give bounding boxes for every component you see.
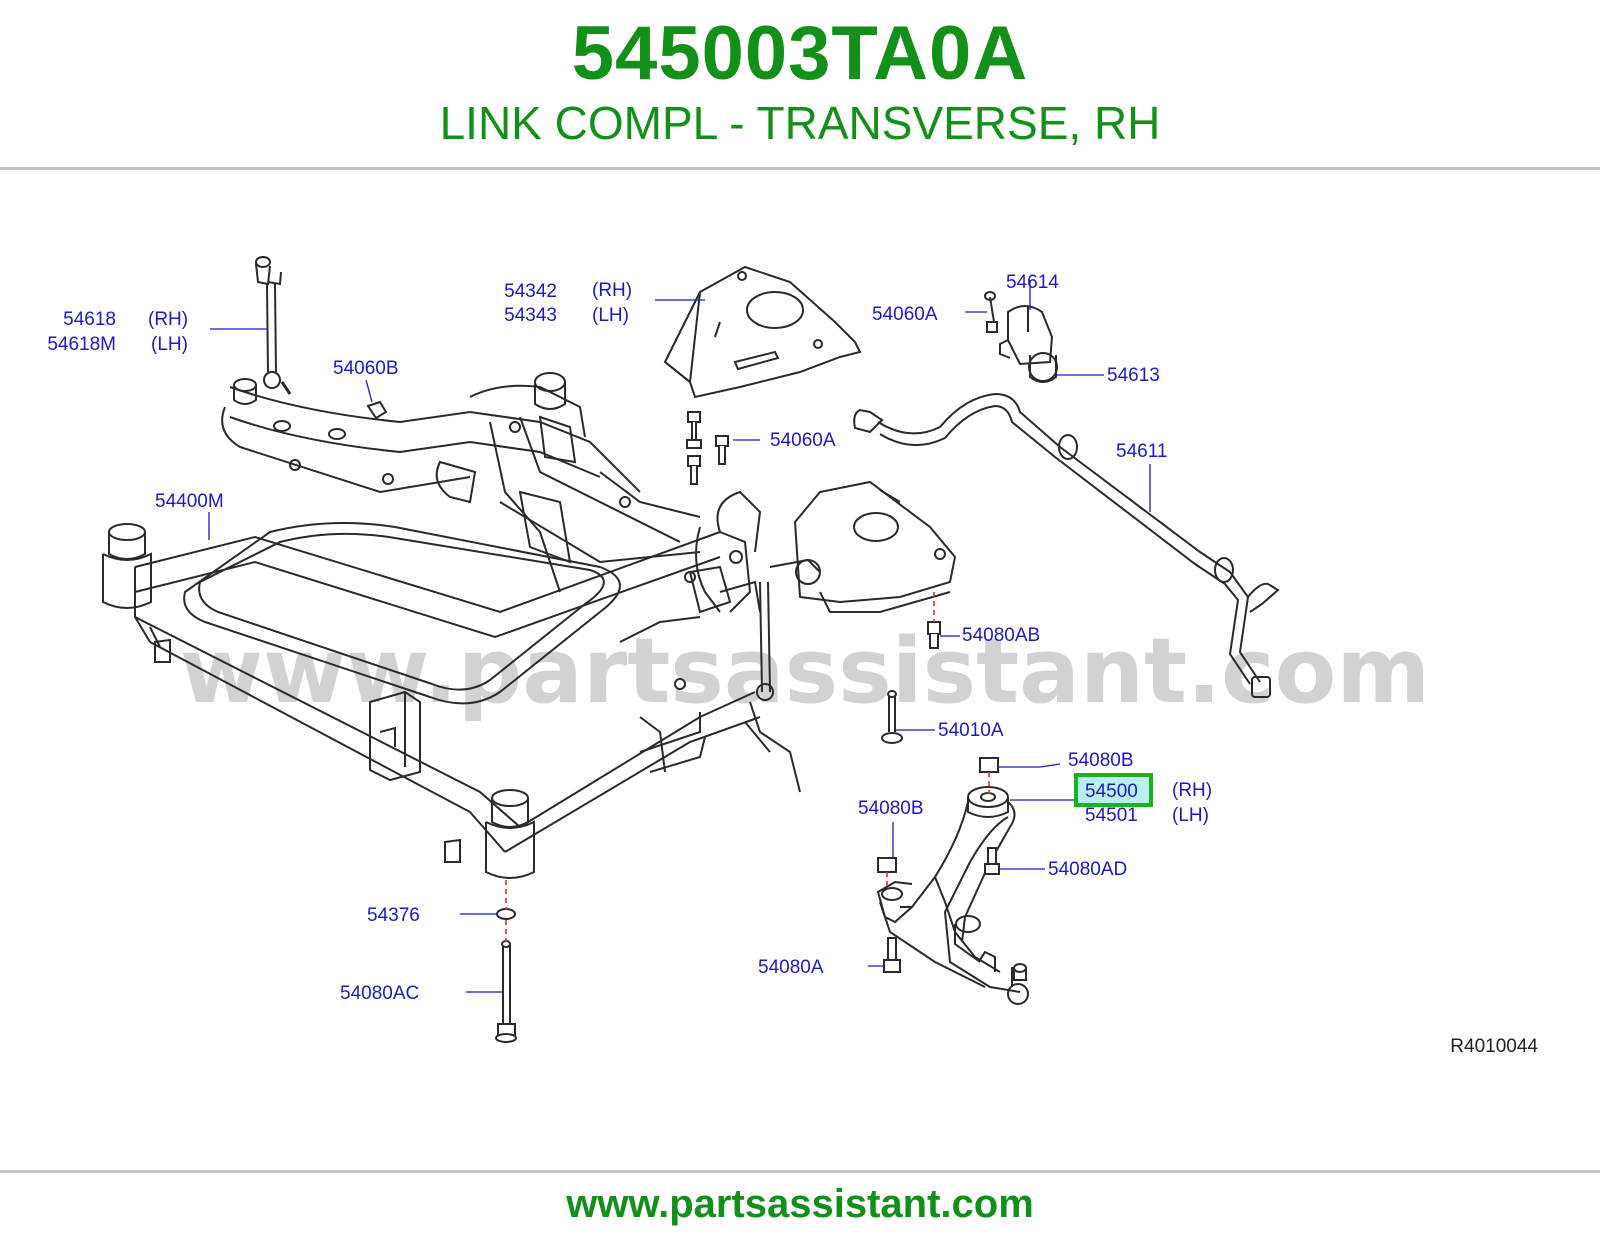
label-54501[interactable]: 54501 (1085, 805, 1138, 826)
label-54618M[interactable]: 54618M (47, 334, 116, 355)
label-54080B-left[interactable]: 54080B (858, 798, 924, 819)
label-54080AB[interactable]: 54080AB (962, 625, 1040, 646)
footer-url[interactable]: www.partsassistant.com (566, 1182, 1034, 1226)
label-54613[interactable]: 54613 (1107, 365, 1160, 386)
footer-divider (0, 1170, 1600, 1173)
diagram-code: R4010044 (1450, 1036, 1538, 1057)
stabilizer-link-lower-illustration (744, 558, 821, 793)
stabilizer-clamp-illustration (984, 291, 1058, 383)
label-54080B-right[interactable]: 54080B (1068, 750, 1134, 771)
watermark-text: www.partsassistant.com (180, 619, 1430, 724)
label-54343[interactable]: 54343 (504, 305, 557, 326)
label-54618M-side: (LH) (151, 334, 188, 355)
label-54501-side: (LH) (1172, 805, 1209, 826)
label-54618[interactable]: 54618 (63, 309, 116, 330)
label-54500-side: (RH) (1172, 780, 1212, 801)
label-54611[interactable]: 54611 (1116, 441, 1167, 462)
label-54080A-bottom[interactable]: 54080A (758, 957, 824, 978)
page-header: 545003TA0A LINK COMPL - TRANSVERSE, RH (0, 0, 1600, 168)
label-54060B[interactable]: 54060B (333, 358, 399, 379)
bracket-54342-illustration (663, 265, 862, 399)
label-54376[interactable]: 54376 (367, 905, 420, 926)
label-54060A-mid[interactable]: 54060A (770, 430, 836, 451)
label-54080AC[interactable]: 54080AC (340, 983, 419, 1004)
label-54060A-top[interactable]: 54060A (872, 304, 938, 325)
highlight-box-54500 (1074, 773, 1153, 807)
part-number-title: 545003TA0A (571, 11, 1029, 96)
label-54500[interactable]: 54500 (1085, 781, 1138, 802)
label-54618-side: (RH) (148, 309, 188, 330)
stabilizer-bar-54611-illustration (853, 392, 1280, 698)
label-54080AD[interactable]: 54080AD (1048, 859, 1127, 880)
label-54343-side: (LH) (592, 305, 629, 326)
label-54342[interactable]: 54342 (504, 281, 557, 302)
label-54400M[interactable]: 54400M (155, 491, 224, 512)
leader-lines (208, 280, 1151, 993)
stabilizer-link-54618-illustration (255, 256, 292, 395)
subframe-illustration (102, 372, 761, 879)
label-54342-side: (RH) (592, 280, 632, 301)
front-bracket-illustration (716, 480, 957, 613)
parts-diagram: www.partsassistant.com (0, 172, 1600, 1172)
callout-labels: 54618 (RH) 54618M (LH) 54342 (RH) 54343 … (47, 272, 1212, 1004)
label-54010A[interactable]: 54010A (938, 720, 1004, 741)
part-description: LINK COMPL - TRANSVERSE, RH (439, 97, 1161, 149)
assembly-centerlines (505, 592, 990, 942)
label-54614[interactable]: 54614 (1006, 272, 1059, 293)
header-divider (0, 167, 1600, 170)
